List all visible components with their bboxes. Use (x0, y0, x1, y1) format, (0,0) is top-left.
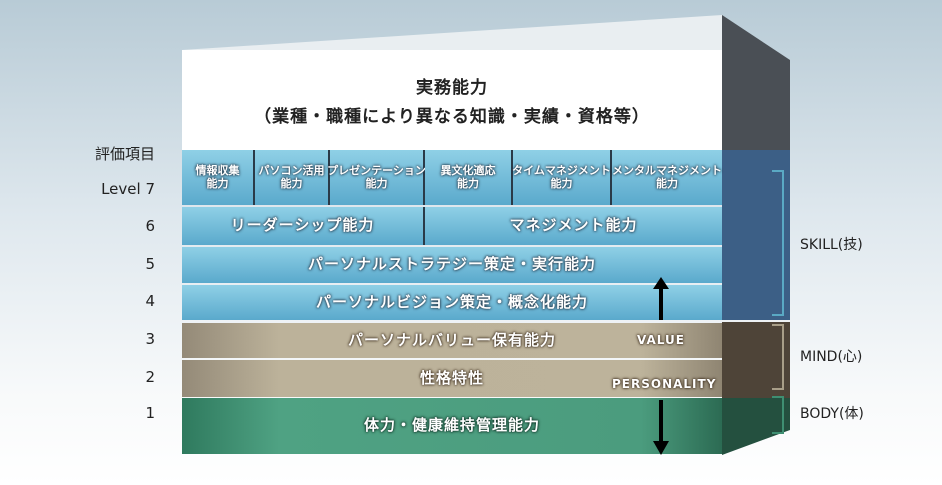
body-bracket (772, 396, 784, 434)
level4-vision: パーソナルビジョン策定・概念化能力 (182, 285, 722, 320)
level6-management: マネジメント能力 (425, 207, 722, 245)
practical-skills-title: 実務能力 (416, 78, 488, 98)
level-label: 6 (145, 217, 155, 235)
level7-cell: タイムマネジメント 能力 (512, 150, 612, 205)
level7-cell: 異文化適応 能力 (425, 150, 513, 205)
level7-cell: メンタルマネジメント 能力 (612, 150, 722, 205)
level-label: 4 (145, 292, 155, 310)
practical-skills-subtitle: （業種・職種により異なる知識・実績・資格等） (254, 107, 650, 127)
growth-arrows (653, 277, 669, 455)
level-label: 5 (145, 255, 155, 273)
practical-skills-block: 実務能力 （業種・職種により異なる知識・実績・資格等） (182, 50, 722, 150)
level-label: 3 (145, 330, 155, 348)
level6-leadership: リーダーシップ能力 (182, 207, 425, 245)
skill-label: SKILL(技) (800, 237, 863, 253)
level-label: 2 (145, 368, 155, 386)
body-label: BODY(体) (800, 406, 864, 422)
level-label: 1 (145, 404, 155, 422)
personality-tag: PERSONALITY (612, 377, 717, 391)
level2-label: 性格特性 (419, 368, 484, 387)
axis-header: 評価項目 (94, 145, 155, 163)
mind-bracket (772, 324, 784, 390)
level5-strategy: パーソナルストラテジー策定・実行能力 (182, 247, 722, 283)
skill-bracket (772, 170, 784, 316)
level7-cell: プレゼンテーション 能力 (327, 150, 426, 205)
level7-cell: 情報収集 能力 (182, 150, 255, 205)
level-label: Level 7 (101, 180, 155, 198)
level3-label: パーソナルバリュー保有能力 (347, 330, 556, 349)
value-tag: VALUE (637, 332, 685, 347)
level2-personality: 性格特性 PERSONALITY (182, 360, 722, 397)
level1-body: 体力・健康維持管理能力 (182, 398, 722, 454)
level7-cell: パソコン活用 能力 (255, 150, 330, 205)
mind-label: MIND(心) (800, 349, 863, 365)
level3-value: パーソナルバリュー保有能力 VALUE (182, 323, 722, 358)
